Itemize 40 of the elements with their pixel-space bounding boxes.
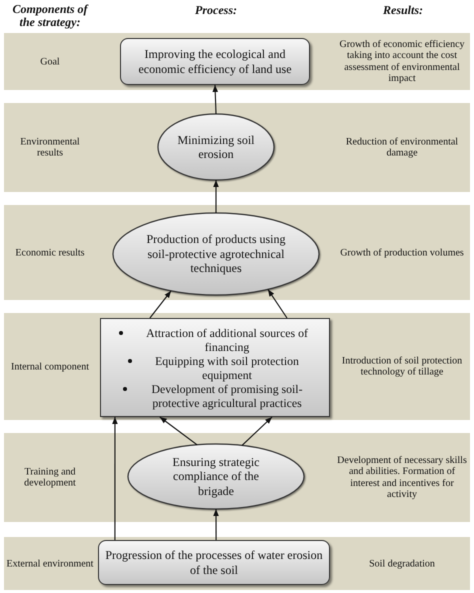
process-text: Ensuring strategic compliance of the brigade: [172, 454, 260, 498]
column-header: Results:: [382, 4, 424, 17]
process-text: Minimizing soil erosion: [176, 132, 256, 162]
row-label: Internal component: [10, 360, 90, 372]
row-band: [4, 537, 470, 590]
row-label: Goal: [39, 56, 61, 68]
row-label: Economic results: [14, 246, 86, 258]
row-label: Environmental results: [19, 136, 81, 159]
arrow: [212, 84, 218, 114]
row-band: [4, 433, 470, 522]
arrow: [267, 289, 288, 318]
result-text: Introduction of soil protection technology of tillage: [340, 355, 464, 378]
row-band: [4, 313, 470, 420]
list-item-text: Attraction of additional sources of financing: [145, 326, 309, 354]
arrow: [159, 416, 198, 446]
process-box: [100, 318, 330, 417]
row-label: Training and development: [23, 466, 77, 489]
process-box: [120, 38, 310, 85]
result-text: Development of necessary skills and abilities. Formation of interest and incentives for activity: [336, 454, 468, 500]
arrow: [213, 509, 219, 540]
process-text: Improving the ecological and economic efficiency of land use: [137, 47, 293, 76]
arrow: [213, 180, 219, 213]
column-header: Components of the strategy:: [11, 3, 90, 29]
row-label: External environment: [6, 558, 94, 570]
process-text: Progression of the processes of water erosion of the soil: [104, 548, 324, 577]
list-item-text: Development of promising soil-protective agricultural practices: [150, 382, 304, 410]
row-band: [4, 33, 470, 90]
result-text: Soil degradation: [368, 558, 436, 570]
row-band: [4, 103, 470, 192]
row-band: [4, 205, 470, 300]
process-text: Production of products using soil-protective agrotechnical techniques: [146, 232, 286, 276]
result-text: Growth of economic efficiency taking into account the cost assessment of environmental impact: [338, 38, 466, 84]
process-box: [98, 540, 330, 585]
result-text: Reduction of environmental damage: [344, 136, 460, 159]
arrow: [112, 417, 118, 540]
column-header: Process:: [194, 4, 238, 17]
list-item-text: Equipping with soil protection equipment: [154, 354, 300, 382]
arrow: [149, 290, 172, 318]
arrow: [242, 416, 272, 446]
result-text: Growth of production volumes: [339, 246, 465, 258]
